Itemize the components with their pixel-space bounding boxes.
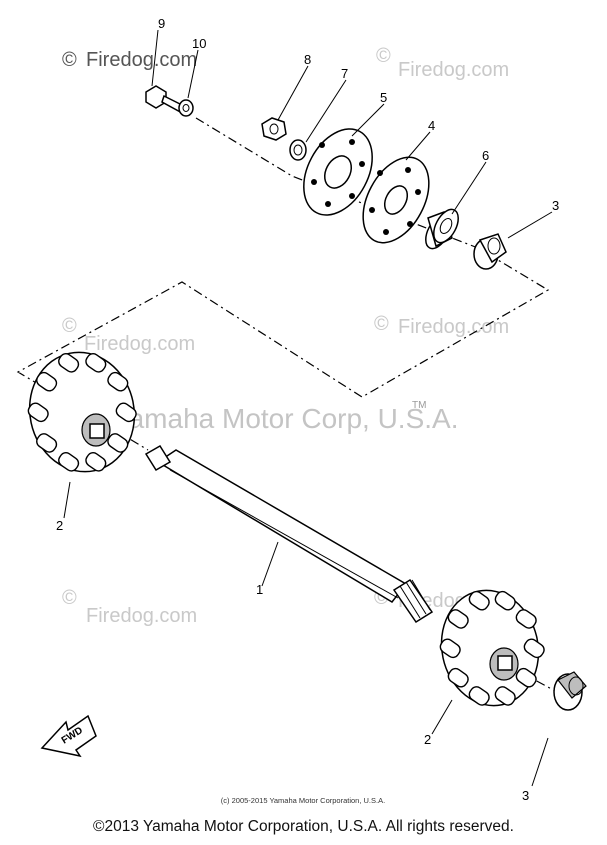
sprocket-tooth: [515, 667, 537, 688]
guide-line-top: [16, 117, 550, 451]
sprocket-tooth: [494, 686, 516, 706]
callout-2-left: 2: [56, 518, 63, 533]
sprocket-tooth: [36, 433, 58, 453]
svg-text:©: ©: [374, 313, 389, 335]
sprocket-tooth: [515, 609, 537, 629]
svg-text:Firedog.com: Firedog.com: [86, 605, 197, 627]
callout-leaders: [63, 29, 553, 787]
callout-7: 7: [341, 66, 348, 81]
sprocket-tooth: [58, 353, 80, 373]
watermark-firedog-mid-right: © Firedog.com: [374, 313, 509, 338]
callout-3-lower: 3: [522, 788, 529, 803]
sprocket-tooth: [107, 371, 129, 392]
bearing-part: [425, 208, 459, 250]
sprocket-tooth: [494, 590, 516, 611]
callout-5: 5: [380, 90, 387, 105]
watermark-firedog-top-left: © Firedog.com: [62, 49, 197, 71]
small-copyright: (c) 2005-2015 Yamaha Motor Corporation, …: [221, 796, 385, 805]
svg-text:Firedog.com: Firedog.com: [84, 333, 195, 355]
watermark-firedog-lower-left: © Firedog.com: [62, 587, 197, 627]
callout-9: 9: [158, 16, 165, 31]
svg-text:©: ©: [62, 49, 77, 71]
callout-8: 8: [304, 52, 311, 67]
callout-1: 1: [256, 582, 263, 597]
callout-4: 4: [428, 118, 435, 133]
lock-washer-part: [178, 99, 194, 117]
watermark-yamaha-brand: Yamaha Motor Corp, U.S.A.: [112, 403, 459, 434]
svg-text:©: ©: [62, 315, 77, 337]
sprocket-tooth: [439, 638, 461, 659]
sprocket-tooth: [523, 638, 545, 659]
sprocket-tooth: [27, 402, 49, 423]
sprocket-tooth: [447, 609, 469, 629]
sprocket-tooth: [447, 667, 469, 688]
bearing-housing-part: [303, 128, 373, 216]
bolt-part: [145, 85, 190, 115]
watermark-firedog-mid-left: © Firedog.com: [62, 315, 195, 355]
svg-text:©: ©: [376, 45, 391, 67]
watermark-firedog-top-right: © Firedog.com: [376, 45, 509, 81]
svg-text:Firedog.com: Firedog.com: [86, 49, 197, 71]
svg-text:©: ©: [62, 587, 77, 609]
washer-part: [289, 139, 307, 161]
flange-plate-part: [362, 156, 430, 244]
svg-text:Firedog.com: Firedog.com: [398, 59, 509, 81]
sprocket-tooth: [468, 686, 490, 706]
callout-6: 6: [482, 148, 489, 163]
sprocket-tooth: [85, 353, 107, 373]
sprocket-tooth: [85, 452, 107, 472]
fwd-direction-arrow: FWD: [40, 714, 97, 758]
collar-part-upper: [473, 233, 507, 270]
drive-sprocket-left: [27, 351, 137, 473]
footer-copyright: ©2013 Yamaha Motor Corporation, U.S.A. A…: [93, 818, 514, 835]
svg-text:Firedog.com: Firedog.com: [398, 316, 509, 338]
callout-2-right: 2: [424, 732, 431, 747]
nut-part: [261, 117, 287, 141]
collar-part-lower: [553, 671, 587, 711]
sprocket-tooth: [115, 402, 137, 423]
sprocket-tooth: [107, 433, 129, 453]
sprocket-tooth: [58, 452, 80, 472]
callout-3-upper: 3: [552, 198, 559, 213]
watermark-tm-mark: TM: [412, 400, 426, 411]
sprocket-tooth: [468, 590, 490, 611]
sprocket-tooth: [36, 371, 58, 392]
drive-shaft-part: [144, 444, 434, 624]
drive-sprocket-right: [439, 589, 545, 707]
callout-10: 10: [192, 36, 206, 51]
